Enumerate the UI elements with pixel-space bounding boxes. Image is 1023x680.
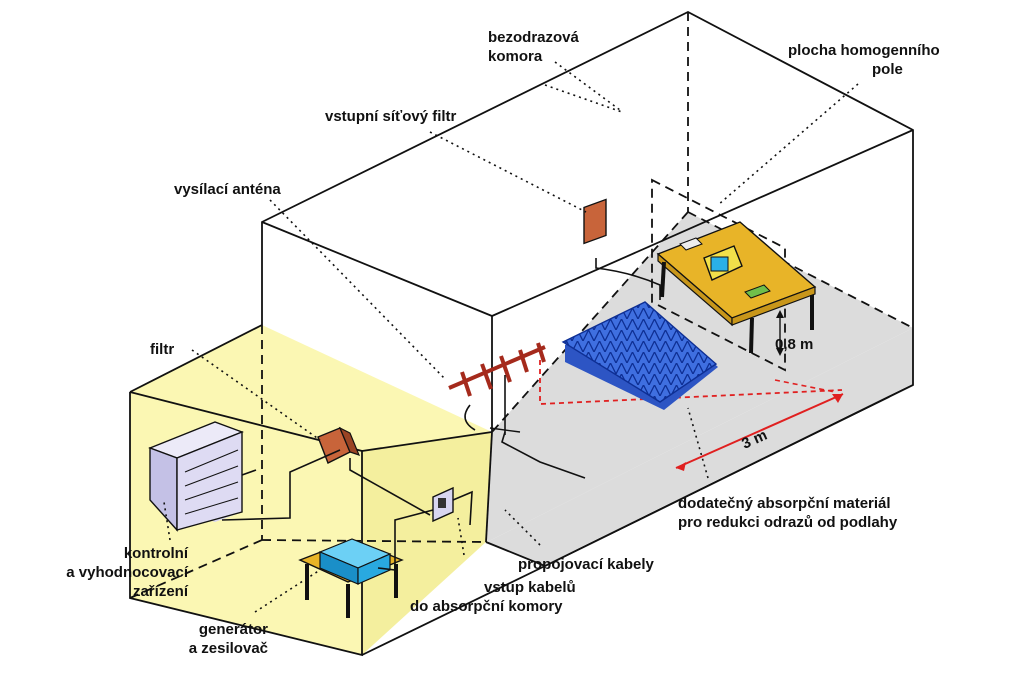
control-room-side [362, 432, 492, 655]
table-with-computer [656, 221, 817, 354]
label-filter: filtr [150, 341, 174, 358]
label-field-2: pole [872, 61, 903, 78]
label-absorber-1: dodatečný absorpční materiál [678, 495, 891, 512]
label-cables: propojovací kabely [518, 556, 655, 573]
label-generator-2: a zesilovač [189, 640, 268, 657]
control-room-top [130, 325, 492, 451]
distance-marker [539, 360, 844, 471]
generator-table [298, 538, 404, 618]
control-cables [221, 449, 473, 571]
antenna [448, 342, 546, 397]
label-entry-2: do absorpční komory [410, 598, 563, 615]
label-control-2: a vyhodnocovací [66, 564, 189, 581]
homogeneous-field-plane [651, 178, 786, 372]
label-chamber-2: komora [488, 48, 543, 65]
labels: bezodrazová komora plocha homogenního po… [66, 29, 939, 657]
height-dimension [776, 310, 784, 356]
label-entry-1: vstup kabelů [484, 579, 576, 596]
label-control-1: kontrolní [124, 545, 189, 562]
mains-filter-box [583, 198, 607, 245]
label-height: 0,8 m [775, 336, 813, 353]
label-antenna: vysílací anténa [174, 181, 281, 198]
mains-cable [595, 258, 661, 300]
absorber-block [561, 301, 718, 410]
leader-lines [163, 61, 859, 613]
label-control-3: zařízení [133, 583, 189, 600]
label-absorber-2: pro redukci odrazů od podlahy [678, 514, 898, 531]
label-generator-1: generátor [199, 621, 268, 638]
label-mains-filter: vstupní síťový filtr [325, 108, 457, 125]
label-chamber-1: bezodrazová [488, 29, 580, 46]
equipment-rack [148, 421, 244, 532]
filter-box [317, 426, 361, 464]
chamber-floor [485, 328, 913, 566]
label-field-1: plocha homogenního [788, 42, 940, 59]
cable-entry-panel [432, 486, 454, 523]
antenna-cable [501, 431, 586, 479]
chamber-edges [129, 10, 914, 657]
hidden-edges [129, 12, 914, 599]
